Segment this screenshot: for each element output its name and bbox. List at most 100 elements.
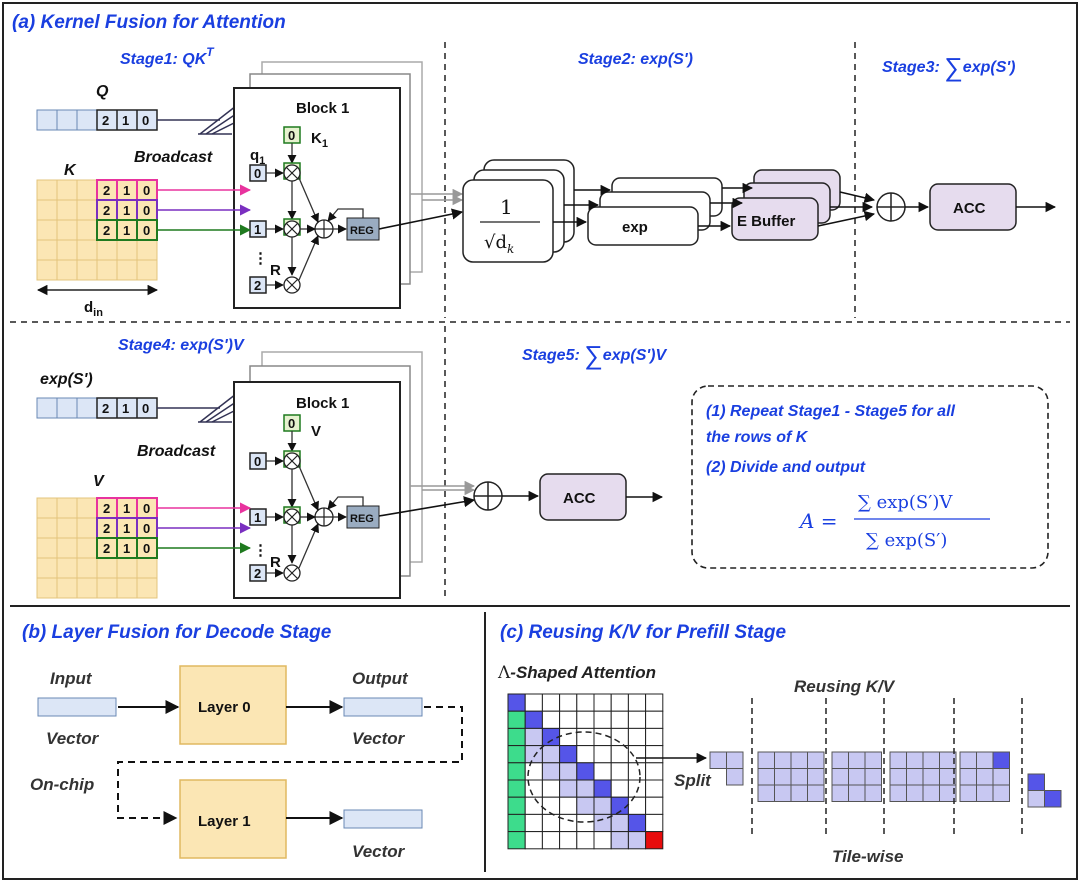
attention-cell <box>524 710 543 729</box>
tile-cell <box>959 751 977 769</box>
matrix-value: 1 <box>123 541 130 556</box>
tile-cell <box>922 768 940 786</box>
tile-dividers <box>751 698 1023 836</box>
shaped-attention-label: Λ-Shaped Attention <box>497 663 656 683</box>
exp-vector: 2 1 0 <box>36 397 158 419</box>
matrix-cell <box>76 537 98 559</box>
attention-cell <box>559 727 578 747</box>
tile-cell <box>864 768 882 786</box>
matrix-value: 2 <box>103 203 110 218</box>
matrix-value: 1 <box>123 223 130 238</box>
matrix-cell <box>76 497 98 519</box>
attention-cell <box>559 796 578 815</box>
exp-s-label: exp(S') <box>40 371 93 388</box>
matrix-value: 1 <box>123 203 130 218</box>
matrix-cell <box>116 239 138 261</box>
matrix-value: 0 <box>143 203 150 218</box>
matrix-value: 2 <box>103 183 110 198</box>
tile-cell <box>864 784 882 802</box>
layer1-label: Layer 1 <box>198 813 251 830</box>
attention-cell <box>645 745 664 764</box>
q1-label: q1 <box>250 147 265 167</box>
tile-cell <box>889 784 907 802</box>
tile-cell <box>774 784 792 802</box>
attention-cell <box>524 727 543 747</box>
attention-cell <box>524 745 543 764</box>
tile-cell <box>976 784 994 802</box>
attention-grid <box>507 693 664 850</box>
stage1-title: Stage1: QKT <box>120 45 215 68</box>
multiply-cross-b <box>286 279 298 291</box>
attention-cell <box>541 813 561 833</box>
input-value: 1 <box>254 510 261 525</box>
tile-cell <box>831 768 849 786</box>
panel-b-title: (b) Layer Fusion for Decode Stage <box>22 622 332 643</box>
attention-cell <box>576 727 595 747</box>
matrix-cell <box>56 179 78 201</box>
tile-cell <box>807 751 825 769</box>
tile-cell <box>807 768 825 786</box>
attention-cell <box>576 796 595 815</box>
broadcast-fan-1 <box>157 105 237 135</box>
input-value: 2 <box>254 278 261 293</box>
attention-cell <box>610 727 629 747</box>
panel-c-title: (c) Reusing K/V for Prefill Stage <box>500 622 787 643</box>
exp-cell-2: 2 <box>102 401 109 416</box>
tile-cell <box>1044 790 1062 808</box>
input-vector <box>37 697 117 717</box>
attention-cell <box>507 813 526 833</box>
tile-cell <box>922 751 940 769</box>
tile-cell <box>959 768 977 786</box>
attention-cell <box>576 710 595 729</box>
tile-cell <box>709 751 727 769</box>
layer0-box <box>179 665 287 745</box>
attention-cell <box>645 693 664 712</box>
tile-cell <box>959 784 977 802</box>
tile-cell <box>864 751 882 769</box>
tile-cell <box>790 784 808 802</box>
attention-cell <box>524 813 543 833</box>
tile-cell <box>889 751 907 769</box>
attention-cell <box>645 762 664 781</box>
attention-cell <box>576 693 595 712</box>
block2-internals: 012012 <box>249 414 364 582</box>
matrix-cell <box>76 557 98 579</box>
attention-cell <box>610 779 629 798</box>
tilewise-label: Tile-wise <box>832 847 904 866</box>
stage3-title: Stage3: ∑exp(S') <box>882 52 1016 82</box>
k1-label: K1 <box>311 130 328 150</box>
onchip-path <box>117 706 463 825</box>
block1-title: Block 1 <box>296 100 349 117</box>
attention-cell <box>559 745 578 764</box>
attention-cell <box>576 813 595 833</box>
formula-numerator: ∑ exp(S′)V <box>858 492 953 513</box>
matrix-cell <box>56 577 78 599</box>
attention-cell <box>627 796 647 815</box>
weight-value: 0 <box>288 128 295 143</box>
tile-cell <box>831 784 849 802</box>
matrix-cell <box>36 537 58 559</box>
matrix-cell <box>76 259 98 281</box>
acc-label-stage5: ACC <box>563 490 596 507</box>
weight-value: 0 <box>288 416 295 431</box>
tile-cell <box>922 784 940 802</box>
input-value: 1 <box>254 222 261 237</box>
acc-label-stage3: ACC <box>953 200 986 217</box>
matrix-value: 0 <box>143 183 150 198</box>
k-dim-arrow: din <box>36 284 159 319</box>
layer0-label: Layer 0 <box>198 699 251 716</box>
input-label: Input <box>50 669 93 688</box>
attention-cell <box>627 727 647 747</box>
matrix-cell <box>36 577 58 599</box>
tile-cell <box>774 768 792 786</box>
exp-to-ebuffer-arrows <box>698 182 754 232</box>
output-vector-label: Vector <box>352 729 406 748</box>
reg-label-2: REG <box>350 513 374 525</box>
multiply-cross-b <box>286 167 298 179</box>
multiply-cross-b <box>286 567 298 579</box>
output-label: Output <box>352 669 409 688</box>
matrix-cell <box>36 557 58 579</box>
attention-cell <box>610 745 629 764</box>
matrix-cell <box>136 577 158 599</box>
attention-cell <box>627 710 647 729</box>
